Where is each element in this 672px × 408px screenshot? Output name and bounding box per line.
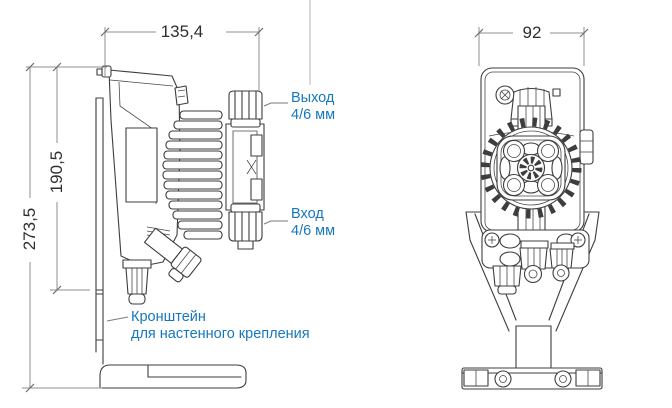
outlet-label: Выход 4/6 мм xyxy=(291,90,335,124)
outlet-label-line1: Выход xyxy=(291,90,335,106)
side-latch xyxy=(175,86,188,105)
hose-nuts-front xyxy=(520,241,574,283)
bracket-label: Кронштейн для настенного крепления xyxy=(131,309,310,343)
side-clip xyxy=(580,130,593,164)
inlet-label-line1: Вход xyxy=(291,206,324,222)
inlet-label-line2: 4/6 мм xyxy=(291,223,336,239)
indicator-square xyxy=(553,89,560,96)
housing-screw xyxy=(496,86,514,104)
cable-gland-angled xyxy=(138,225,202,285)
cable-gland-vertical xyxy=(123,260,151,304)
leader-lines xyxy=(107,103,288,321)
dim-front-width: 92 xyxy=(522,23,542,42)
wall-bracket xyxy=(96,98,246,388)
plate-screw-left xyxy=(485,233,499,247)
pump-head-front xyxy=(485,106,577,234)
side-view xyxy=(96,66,264,388)
outlet-leader xyxy=(264,103,288,106)
control-display xyxy=(126,128,157,202)
gear-teeth-ring xyxy=(485,122,577,214)
front-view xyxy=(462,68,602,389)
center-rotor xyxy=(518,155,545,182)
top-plug xyxy=(102,66,111,77)
dim-upper-height: 190,5 xyxy=(47,150,66,194)
pedestal-stem xyxy=(516,326,551,370)
inlet-fitting xyxy=(229,204,262,249)
dimension-lines xyxy=(22,0,588,392)
inlet-label: Вход 4/6 мм xyxy=(291,206,335,240)
dim-side-width: 135,4 xyxy=(160,22,204,41)
pump-housing-side xyxy=(97,66,188,266)
valve-manifold xyxy=(226,124,264,210)
base-plate xyxy=(462,368,602,389)
bracket-label-line2: для настенного крепления xyxy=(131,326,310,342)
outlet-fitting xyxy=(229,91,262,127)
bracket-leader xyxy=(107,317,128,321)
pump-head-fins xyxy=(163,111,222,239)
cable-gland-front xyxy=(493,266,521,294)
dim-total-height: 273,5 xyxy=(20,207,39,251)
bracket-label-line1: Кронштейн xyxy=(131,309,206,325)
outlet-label-line2: 4/6 мм xyxy=(291,107,336,123)
inlet-leader xyxy=(264,221,288,224)
valve-ports xyxy=(504,141,559,196)
